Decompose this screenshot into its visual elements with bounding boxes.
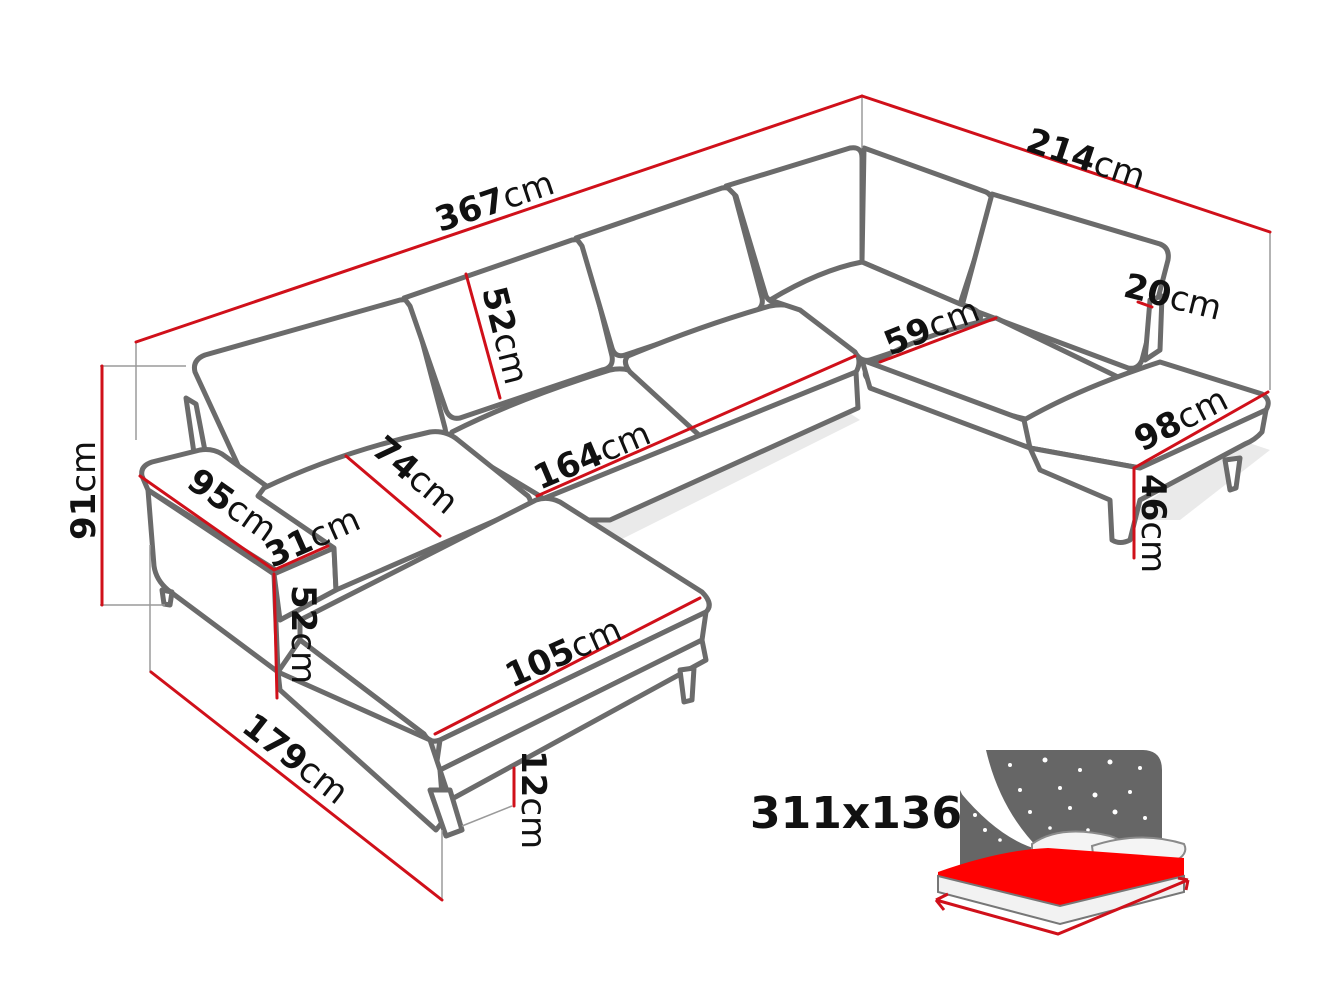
dim-line-52-back xyxy=(464,272,502,400)
dim-line-164 xyxy=(535,354,857,498)
dimension-lines xyxy=(100,94,1272,902)
label-12: 12cm xyxy=(513,750,553,849)
dim-line-74 xyxy=(344,454,442,538)
dim-line-20 xyxy=(1136,300,1154,309)
label-214: 214cm xyxy=(1021,121,1150,198)
dim-line-52-arm xyxy=(272,572,279,700)
bed-with-night-sky-icon xyxy=(934,750,1190,936)
bed-size-label: 311x136 xyxy=(750,788,962,839)
dim-line-214 xyxy=(860,94,1272,234)
dim-line-179 xyxy=(149,670,444,902)
sofa-backrests xyxy=(192,145,1171,491)
dim-line-59 xyxy=(878,316,998,364)
label-91: 91cm xyxy=(64,441,104,540)
dim-line-98 xyxy=(1132,390,1270,470)
dim-line-367 xyxy=(134,94,864,344)
dim-line-95 xyxy=(138,474,276,572)
dim-line-105 xyxy=(433,596,702,736)
bed-function-badge: 311x136 xyxy=(750,750,1190,936)
dim-line-31 xyxy=(272,544,330,572)
label-367: 367cm xyxy=(430,163,559,240)
label-46: 46cm xyxy=(1133,474,1173,573)
extension-lines xyxy=(100,96,1271,900)
sofa-chaise-longue xyxy=(139,395,1243,839)
stars xyxy=(973,757,1147,842)
label-52-arm: 52cm xyxy=(283,585,323,684)
